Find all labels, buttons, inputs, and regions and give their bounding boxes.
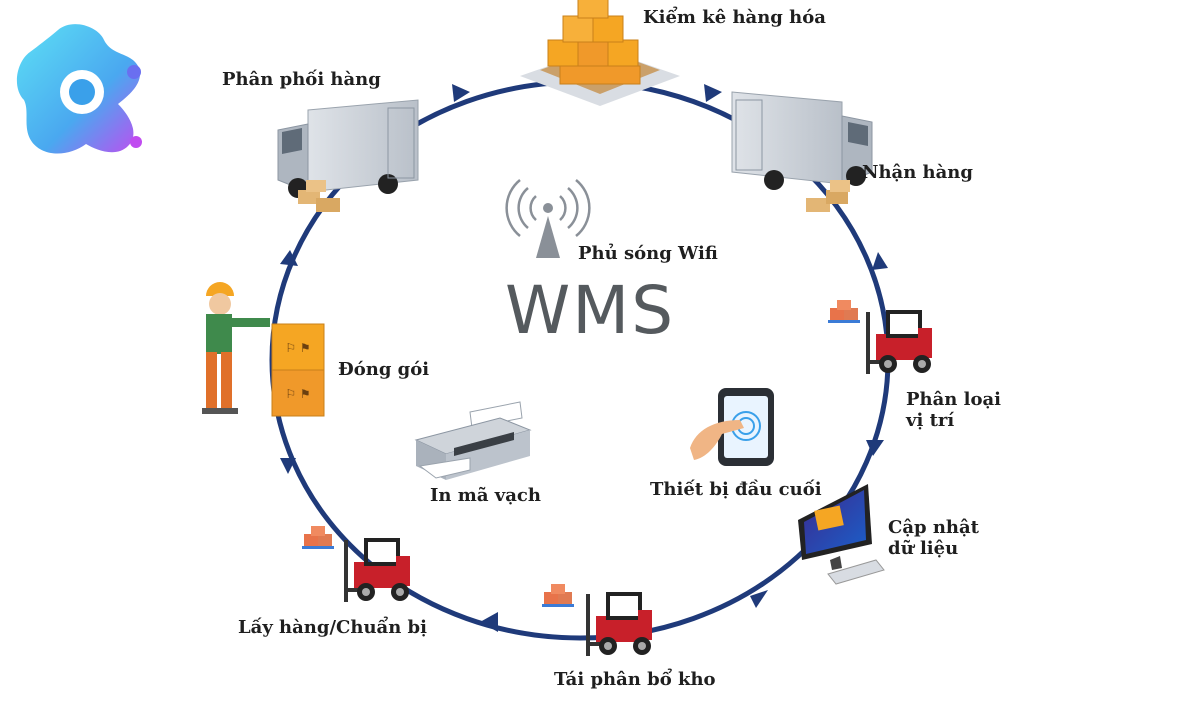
boxes-icon	[520, 0, 680, 106]
boxes-icon	[542, 584, 574, 607]
wifi-icon	[505, 179, 591, 258]
step-label-receiving: Nhận hàng	[862, 162, 973, 183]
barcode-label: In mã vạch	[430, 485, 541, 506]
step-label-inventory: Kiểm kê hàng hóa	[643, 7, 826, 28]
truck-icon	[731, 91, 873, 190]
forklift-icon	[584, 592, 654, 658]
arrow-icon	[866, 440, 884, 456]
arrow-icon	[280, 458, 296, 474]
monitor-icon	[798, 484, 885, 585]
boxes-icon	[806, 180, 850, 212]
step-label-picking: Lấy hàng/Chuẩn bị	[238, 617, 427, 638]
step-label-reallocate: Tái phân bổ kho	[554, 669, 716, 690]
boxes-icon	[828, 300, 860, 323]
svg-text:⚐ ⚑: ⚐ ⚑	[285, 387, 310, 401]
step-label-packing: Đóng gói	[338, 359, 430, 380]
truck-icon	[277, 99, 419, 198]
step-label-update-line1: Cập nhật	[888, 517, 979, 538]
step-label-update: Cập nhật dữ liệu	[888, 517, 979, 559]
arrow-icon	[750, 590, 768, 608]
step-label-update-line2: dữ liệu	[888, 537, 959, 559]
cycle-arrows	[280, 84, 888, 632]
svg-text:⚐ ⚑: ⚐ ⚑	[285, 341, 310, 355]
worker-icon	[202, 282, 270, 414]
wifi-label: Phủ sóng Wifi	[578, 243, 718, 264]
logo-icon	[16, 24, 142, 154]
arrow-icon	[280, 250, 298, 266]
step-label-distribution: Phân phối hàng	[222, 69, 381, 90]
arrow-icon	[704, 84, 722, 102]
step-label-sorting-line2: vị trí	[906, 409, 955, 431]
wms-title: WMS	[505, 272, 676, 349]
boxes-icon	[298, 180, 340, 212]
printer-icon	[414, 401, 532, 480]
arrow-icon	[872, 252, 888, 270]
forklift-icon	[864, 310, 934, 376]
terminal-label: Thiết bị đầu cuối	[650, 479, 822, 500]
arrow-icon	[452, 84, 470, 102]
phone-icon	[690, 388, 774, 466]
step-label-sorting: Phân loại vị trí	[906, 389, 1001, 431]
boxes-icon	[302, 526, 334, 549]
arrow-icon	[480, 612, 498, 632]
boxes-icon: ⚐ ⚑ ⚐ ⚑	[271, 323, 325, 417]
step-label-sorting-line1: Phân loại	[906, 389, 1001, 410]
